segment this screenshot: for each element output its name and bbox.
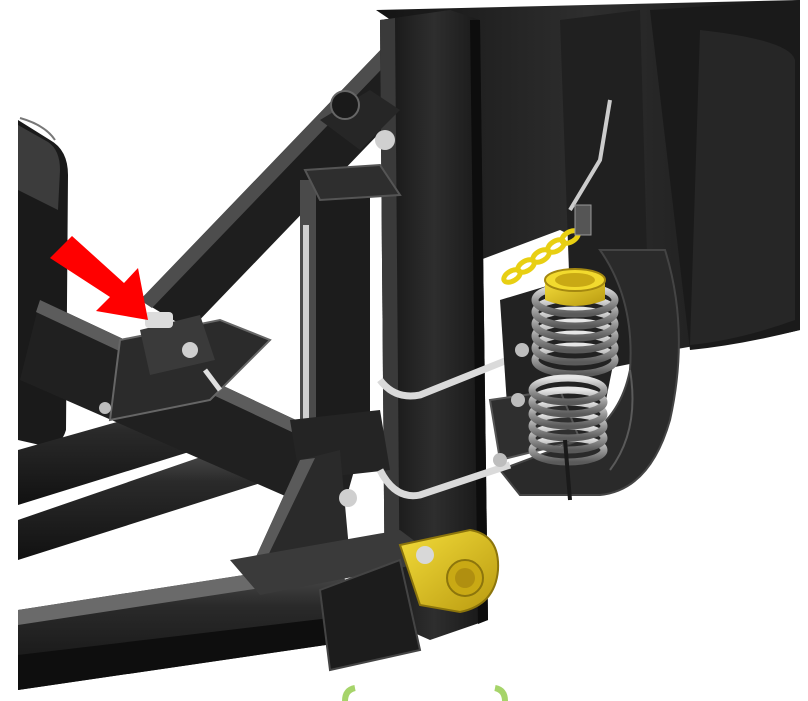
lower-spring	[528, 374, 608, 501]
base-plate	[230, 530, 440, 672]
spring-bolts	[493, 343, 529, 467]
green-logo-fragment	[342, 685, 508, 701]
post-gusset	[250, 450, 357, 570]
tensioner-rod	[568, 99, 612, 236]
top-pivot	[320, 90, 400, 150]
u-bolts	[376, 351, 522, 500]
hitch-bracket	[99, 312, 272, 422]
curved-guard	[498, 249, 680, 496]
yellow-chain	[501, 228, 581, 285]
red-arrow	[50, 236, 148, 320]
upper-spring	[531, 268, 619, 378]
hydraulic-cylinder	[290, 163, 402, 480]
yellow-bracket	[398, 528, 500, 614]
